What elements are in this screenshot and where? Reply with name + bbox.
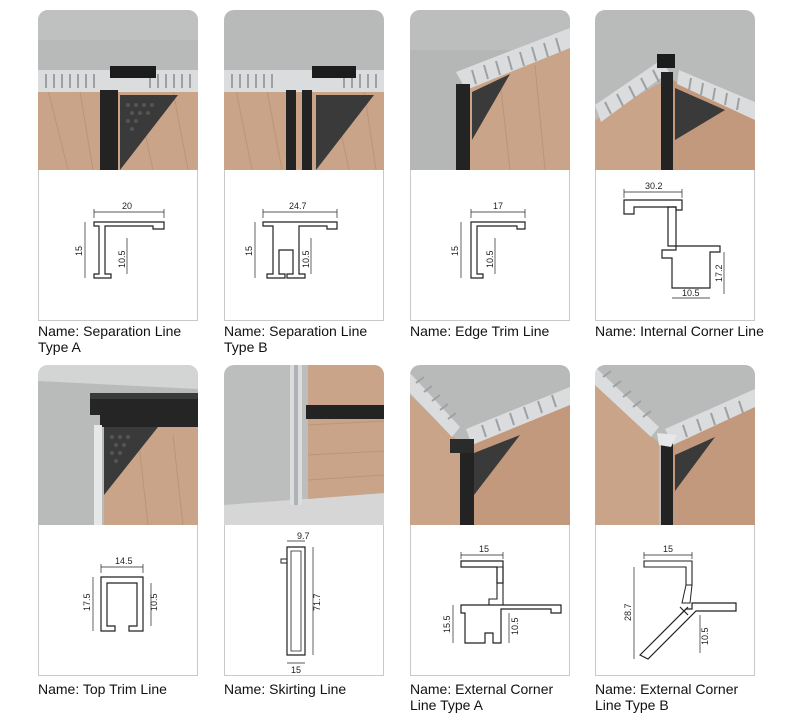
depth-dimension: 10.5 — [682, 288, 700, 298]
product-name: Name: Top Trim Line — [38, 681, 167, 697]
product-name: Name: Separation Line — [224, 323, 368, 339]
product-card-top-trim-line: 14.5 17.5 10.5 — [38, 365, 198, 676]
product-card-edge-trim-line: 17 15 10.5 — [410, 10, 570, 321]
profile-diagram: 15 15.5 10.5 — [410, 525, 570, 676]
product-photo — [595, 10, 755, 170]
product-caption: Name: Top Trim Line — [38, 681, 218, 697]
profile-diagram: 14.5 17.5 10.5 — [38, 525, 198, 676]
product-name-continued: Line Type B — [595, 697, 669, 713]
product-card-internal-corner-line: 30.2 17.2 10.5 — [595, 10, 755, 321]
height-dimension: 15 — [450, 246, 460, 256]
product-name: Name: Skirting Line — [224, 681, 347, 697]
height-dimension: 71.7 — [312, 593, 322, 611]
product-caption: Name: Separation Line Type B — [224, 323, 404, 355]
width-dimension: 17 — [493, 201, 503, 211]
profile-diagram: 24.7 15 10.5 — [224, 170, 384, 321]
product-card-separation-line-type-a: 20 15 10.5 — [38, 10, 198, 321]
product-caption: Name: External Corner Line Type A — [410, 681, 590, 713]
product-name: Name: Internal Corner Line — [595, 323, 764, 339]
depth-dimension: 10.5 — [117, 250, 127, 268]
height-dimension: 15 — [244, 246, 254, 256]
profile-diagram: 30.2 17.2 10.5 — [595, 170, 755, 321]
product-name: Name: External Corner — [410, 681, 554, 697]
product-photo — [224, 10, 384, 170]
product-caption: Name: Edge Trim Line — [410, 323, 590, 339]
product-photo — [38, 10, 198, 170]
profile-diagram: 17 15 10.5 — [410, 170, 570, 321]
product-caption: Name: Separation Line Type A — [38, 323, 218, 355]
product-card-external-corner-line-type-b: 15 28.7 10.5 — [595, 365, 755, 676]
product-caption: Name: Internal Corner Line — [595, 323, 775, 339]
product-card-separation-line-type-b: 24.7 15 10.5 — [224, 10, 384, 321]
product-name-continued: Line Type A — [410, 697, 483, 713]
profile-diagram: 15 28.7 10.5 — [595, 525, 755, 676]
product-name: Name: Separation Line — [38, 323, 182, 339]
product-card-skirting-line: 9.7 71.7 15 — [224, 365, 384, 676]
product-photo — [38, 365, 198, 525]
depth-dimension: 10.5 — [301, 250, 311, 268]
product-photo — [410, 365, 570, 525]
product-caption: Name: External Corner Line Type B — [595, 681, 775, 713]
product-name: Name: Edge Trim Line — [410, 323, 550, 339]
height-dimension: 17.5 — [82, 593, 92, 611]
width-dimension: 20 — [122, 201, 132, 211]
height-dimension: 17.2 — [714, 264, 724, 282]
width-dimension: 30.2 — [645, 181, 663, 191]
depth-dimension: 10.5 — [510, 617, 520, 635]
depth-dimension: 10.5 — [700, 627, 710, 645]
depth-dimension: 15 — [291, 665, 301, 675]
width-dimension: 15 — [663, 544, 673, 554]
depth-dimension: 10.5 — [149, 593, 159, 611]
product-card-external-corner-line-type-a: 15 15.5 10.5 — [410, 365, 570, 676]
product-photo — [410, 10, 570, 170]
product-name-continued: Type B — [224, 339, 268, 355]
width-dimension: 14.5 — [115, 556, 133, 566]
product-name-continued: Type A — [38, 339, 81, 355]
product-caption: Name: Skirting Line — [224, 681, 404, 697]
depth-dimension: 10.5 — [485, 250, 495, 268]
profile-diagram: 9.7 71.7 15 — [224, 525, 384, 676]
width-dimension: 15 — [479, 544, 489, 554]
product-photo — [224, 365, 384, 525]
height-dimension: 28.7 — [623, 603, 633, 621]
height-dimension: 15.5 — [442, 615, 452, 633]
profile-diagram: 20 15 10.5 — [38, 170, 198, 321]
width-dimension: 9.7 — [297, 531, 310, 541]
height-dimension: 15 — [74, 246, 84, 256]
width-dimension: 24.7 — [289, 201, 307, 211]
product-photo — [595, 365, 755, 525]
product-name: Name: External Corner — [595, 681, 739, 697]
